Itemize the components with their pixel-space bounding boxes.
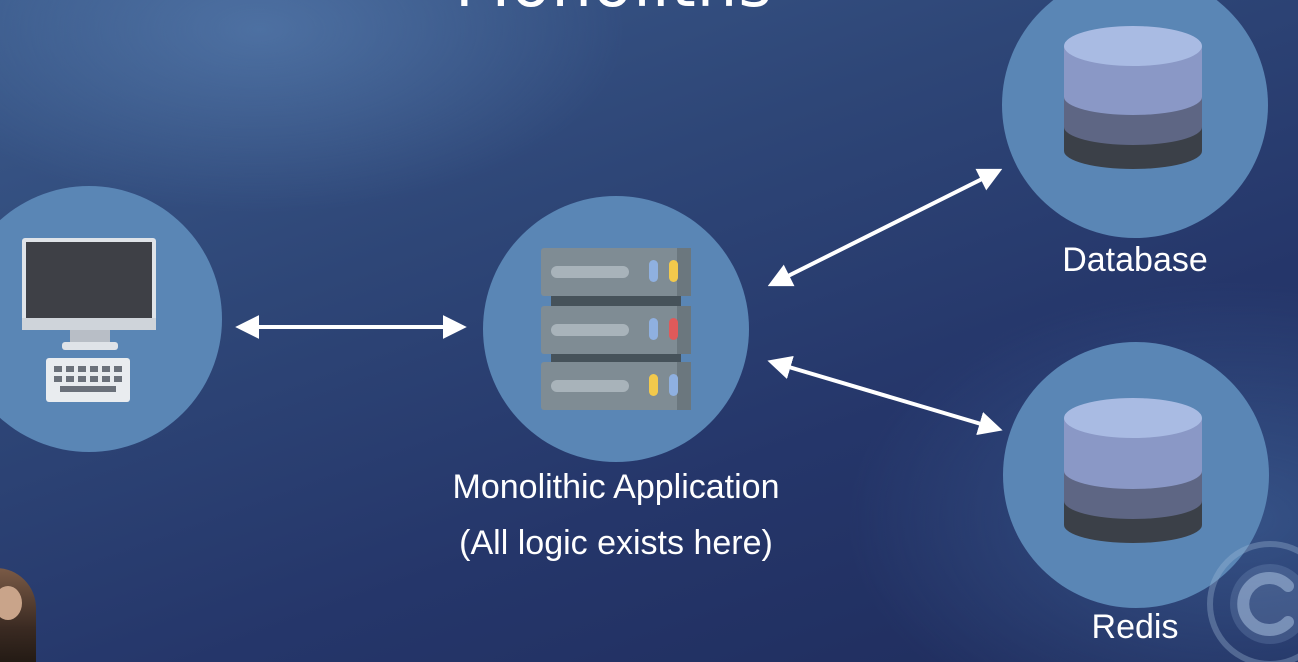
app-database-arrow <box>767 168 1003 287</box>
application-node <box>483 196 749 462</box>
app-redis-arrow <box>767 355 1003 436</box>
presenter-face <box>0 586 22 620</box>
database-icon <box>1064 398 1202 543</box>
redis-node <box>1003 342 1269 608</box>
redis-label: Redis <box>1091 608 1179 646</box>
application-label: Monolithic Application <box>452 468 780 506</box>
client-node <box>0 186 222 452</box>
database-label: Database <box>1062 241 1208 279</box>
desktop-computer-icon <box>22 238 156 402</box>
presenter-webcam <box>0 568 36 662</box>
database-icon <box>1064 26 1202 169</box>
application-sublabel: (All logic exists here) <box>459 524 773 562</box>
watermark-logo-icon <box>1207 541 1298 662</box>
server-rack-icon <box>541 248 691 410</box>
slide-title: Monoliths <box>455 0 773 22</box>
database-node <box>1002 0 1268 238</box>
